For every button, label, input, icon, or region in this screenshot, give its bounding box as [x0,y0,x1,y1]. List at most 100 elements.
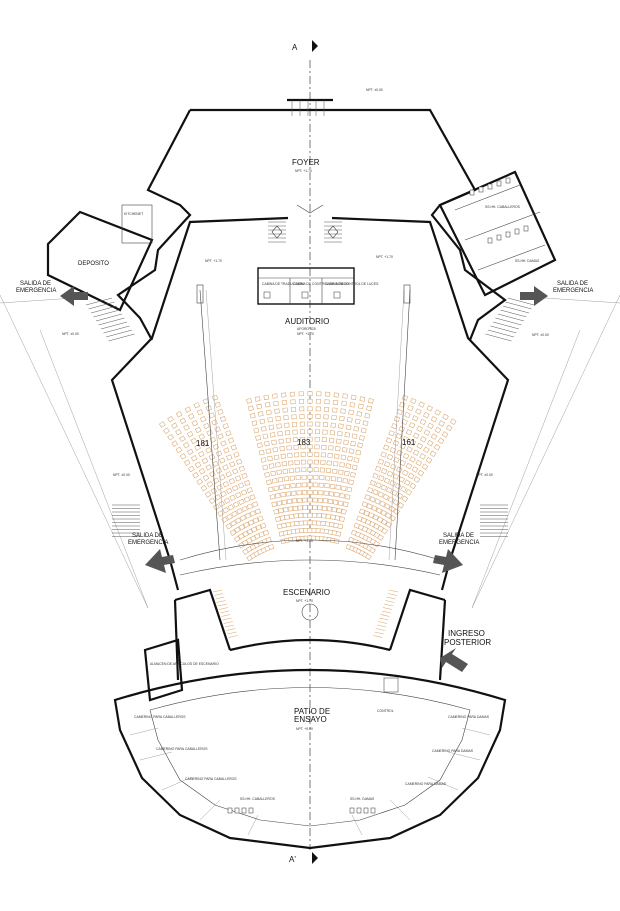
seat [393,456,400,463]
seat [386,454,394,461]
seat [282,507,289,513]
seat [372,514,379,521]
seat [348,448,355,454]
patio-level: NPT. +0.00 [296,727,313,731]
seat [302,490,308,495]
seat [429,450,437,458]
seat [275,416,281,422]
seat [260,457,267,463]
seat [289,475,295,481]
seat [281,399,288,406]
seat [340,508,347,515]
toilet [370,807,376,814]
seat [250,526,258,533]
seat [298,520,304,526]
seat [257,515,264,522]
wing-step [95,313,123,322]
exit-right-top: SALIDA DE EMERGENCIA [520,281,593,306]
seat [307,474,313,480]
seat [372,489,379,496]
seat [402,436,409,443]
seat [314,444,320,450]
seat [244,512,252,519]
seat [361,501,368,508]
seat [363,510,370,517]
seat [298,398,305,404]
seat [284,430,291,436]
seat [273,454,280,460]
seat [398,426,405,433]
seat [401,495,409,503]
seat [313,482,319,488]
aisle-lines [196,284,411,561]
seat [343,439,349,445]
seat [265,479,272,485]
seat [317,497,323,503]
seat [412,449,420,456]
room-sshh-top: SS.HH. CABALLEROS SS.HH. DAMAS [438,170,557,297]
toilet [241,807,247,814]
seat [383,477,391,484]
ramp-step [388,589,399,593]
cam-cab-1-label: CAMERINO PARA CABALLEROS [134,715,186,719]
auditorio-level: NPT. +1.70 [297,332,314,336]
seat [233,451,240,458]
exit-left-top-line2: EMERGENCIA [16,288,56,294]
seat [278,484,285,490]
seat [217,408,224,415]
seat [351,433,358,439]
seat [272,393,278,399]
seat [208,412,215,419]
seat [246,528,254,535]
seat [332,499,339,505]
seat [369,547,376,554]
seat [265,448,272,454]
ramp-step [380,614,390,617]
seat [325,468,332,474]
seat [286,445,292,451]
seat [423,429,431,436]
seat [409,456,416,463]
seat [273,400,279,407]
seat [416,425,423,433]
toilet [523,225,529,232]
seat [356,411,363,417]
seat [307,528,313,533]
seat [307,452,313,457]
seat [183,459,191,466]
seat [401,394,409,401]
seat [202,474,210,482]
seat [341,447,348,453]
wing-step [88,301,115,310]
seat [214,401,221,408]
seat [312,505,318,511]
level-mid-right: NPT. +1.70 [376,255,393,259]
seat [215,467,223,474]
seat [234,526,241,534]
seat [260,522,267,529]
seat [184,406,192,413]
seat [329,430,336,436]
seat [390,463,397,470]
seat [267,455,273,462]
seat [285,491,292,497]
seat [206,429,213,437]
wing-step [495,317,522,326]
seat [307,421,313,427]
seat [231,510,238,518]
toilet [349,807,355,814]
seat [179,453,187,460]
level-wing-left: NPT. ±0.00 [62,332,79,336]
seat [367,487,374,494]
seat [394,483,402,490]
seat [243,496,251,503]
seat [226,513,233,521]
seat [369,521,376,528]
ramp-step [218,607,229,610]
seat [323,414,329,420]
seat [235,458,243,465]
seat [396,449,403,457]
seat [449,418,457,425]
ingreso-line1: INGRESO [448,629,485,638]
